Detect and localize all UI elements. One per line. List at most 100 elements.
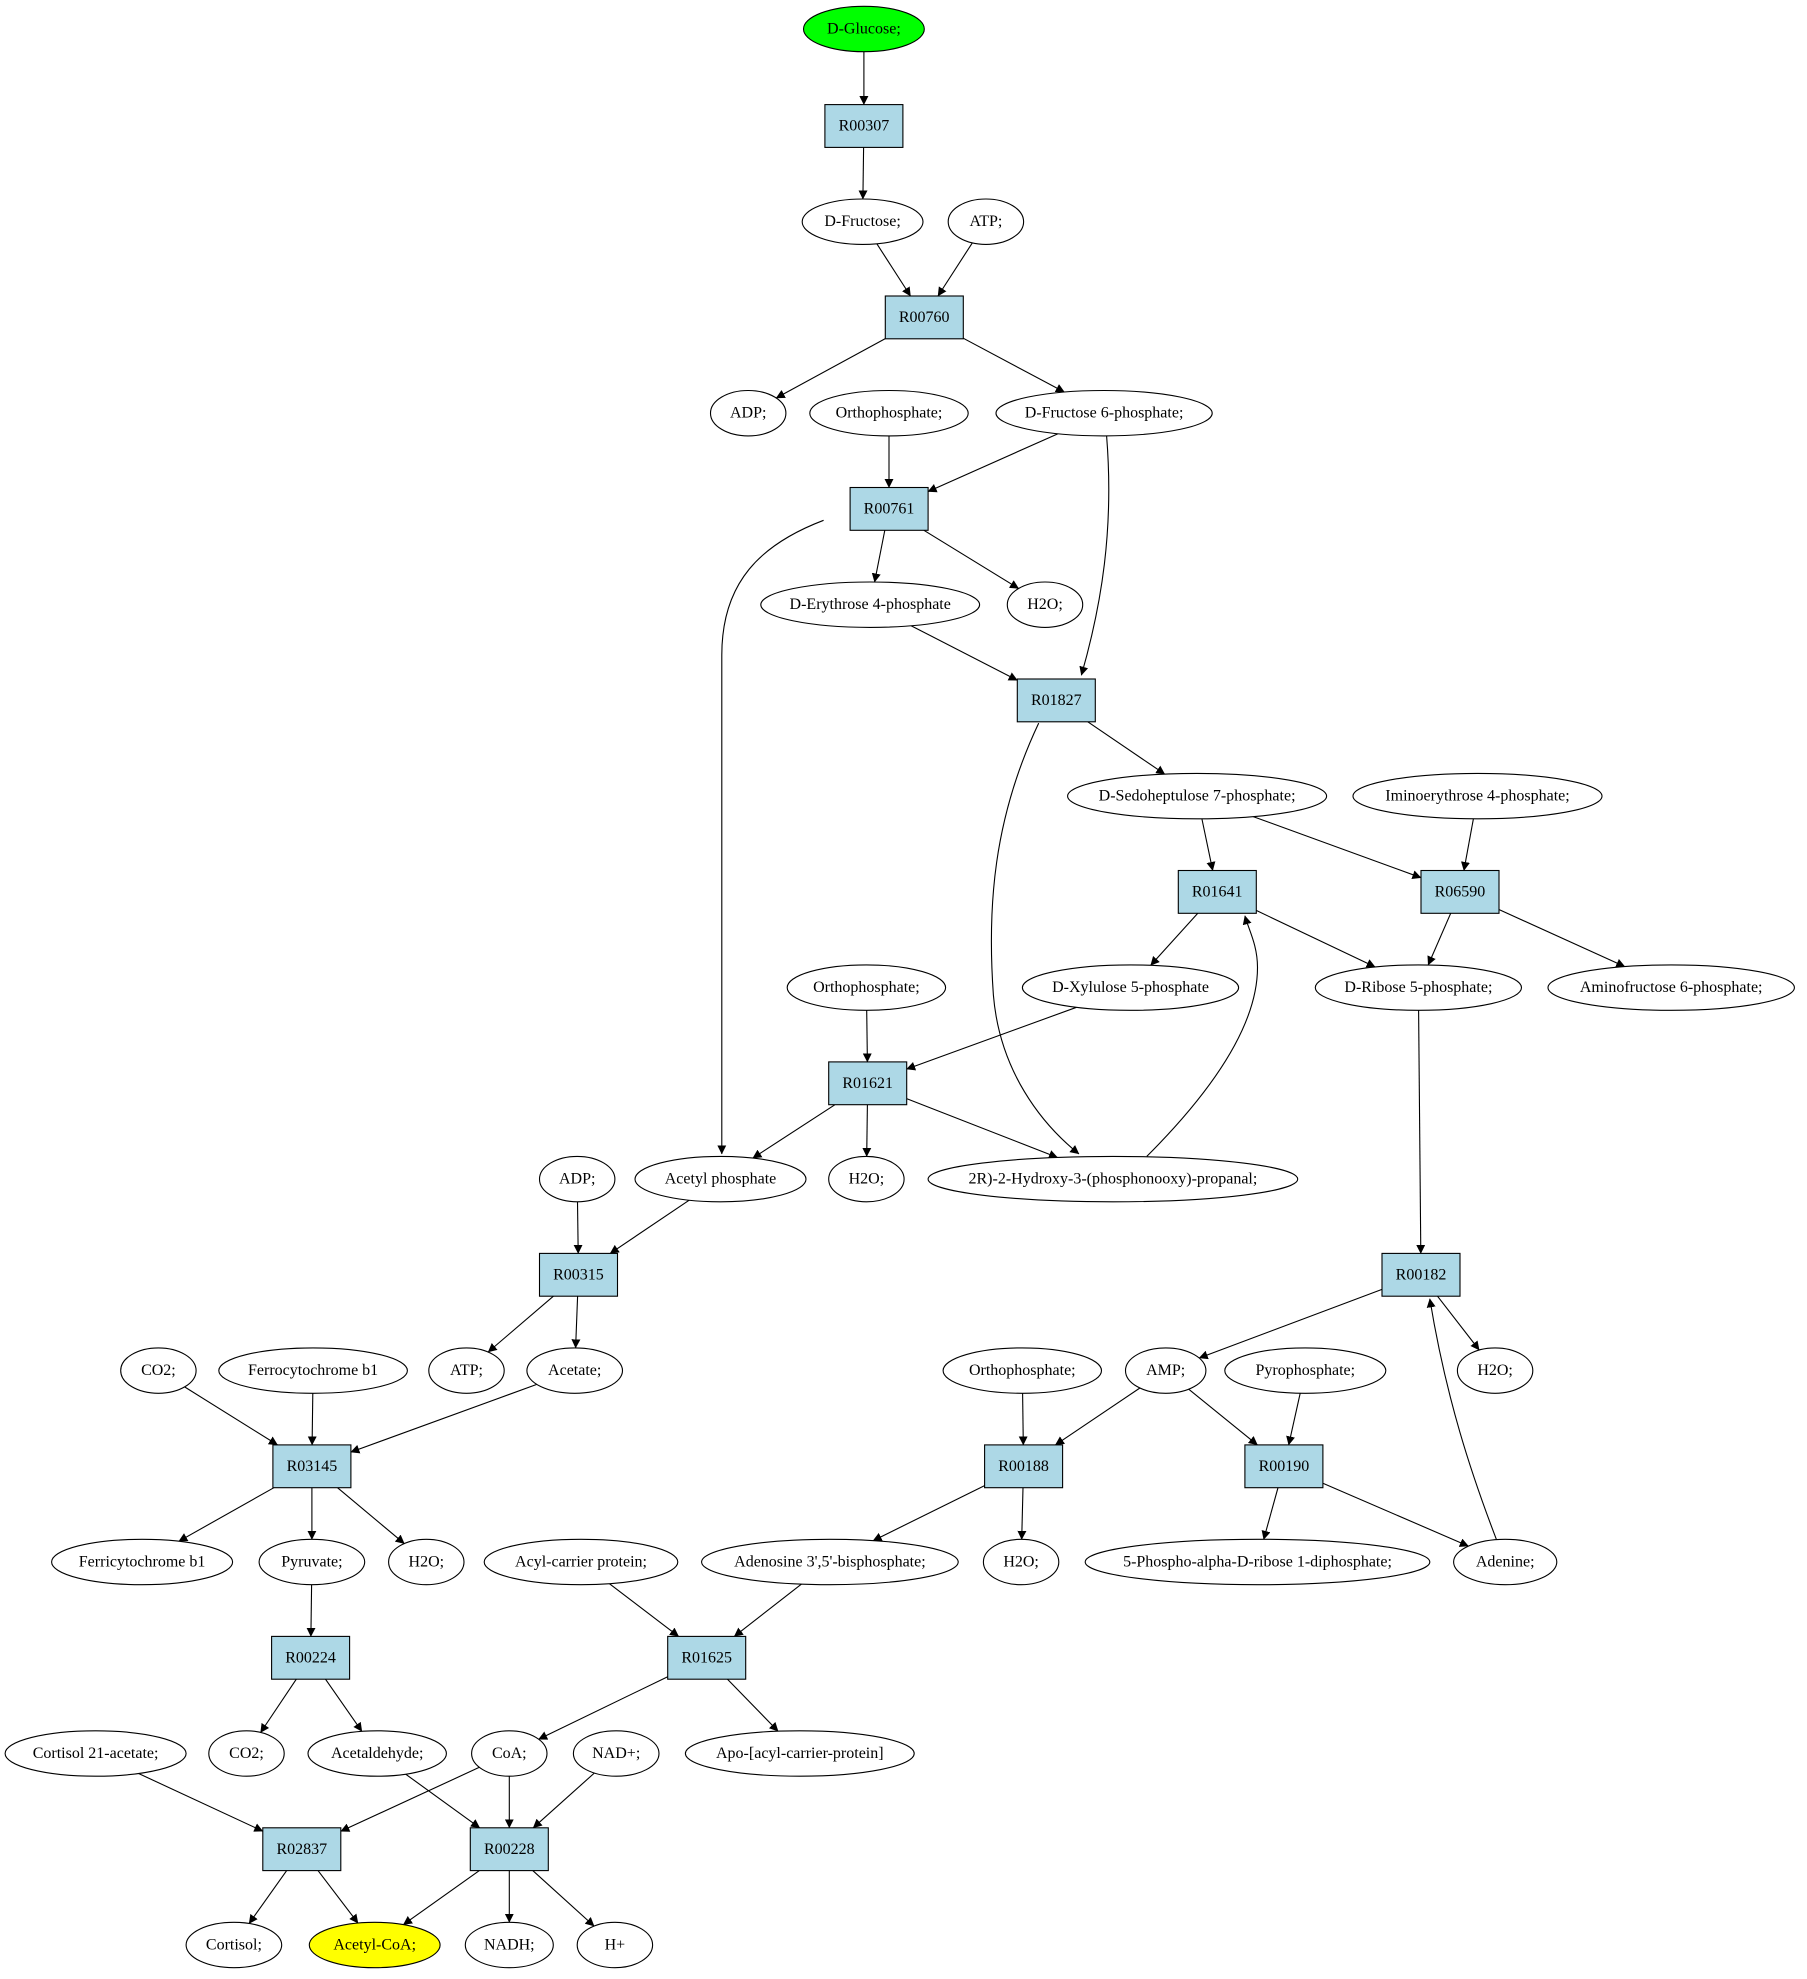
metabolite-node-glucose: D-Glucose; xyxy=(802,5,925,53)
metabolite-ellipse xyxy=(185,1921,283,1969)
node-label: R00315 xyxy=(553,1266,604,1283)
metabolite-ellipse xyxy=(307,1730,447,1777)
node-label: Ferricytochrome b1 xyxy=(79,1554,206,1571)
edge-R01641-to-r5p xyxy=(1255,909,1376,968)
node-label: R01641 xyxy=(1192,883,1243,900)
node-label: H+ xyxy=(605,1937,626,1954)
metabolite-node-h2o5: H2O; xyxy=(982,1538,1060,1586)
metabolite-ellipse xyxy=(471,1730,548,1777)
node-label: Acetyl phosphate xyxy=(665,1171,777,1188)
metabolite-node-pap: Adenosine 3',5'-bisphosphate; xyxy=(701,1538,959,1586)
node-label: H2O; xyxy=(1027,596,1063,613)
edge-R03145-to-h2o4 xyxy=(337,1487,405,1545)
edge-R00182-to-h2o3 xyxy=(1437,1295,1480,1351)
edge-R02837-to-acetylcoa xyxy=(317,1870,359,1924)
edge-R00307-to-fructose xyxy=(858,147,868,200)
edge-acp-to-R01625 xyxy=(609,1583,679,1637)
metabolite-ellipse xyxy=(1224,1347,1387,1394)
metabolite-node-ppi: Pyrophosphate; xyxy=(1224,1347,1387,1394)
reaction-node-R00228: R00228 xyxy=(469,1827,549,1872)
metabolite-node-adp1: ADP; xyxy=(709,389,787,437)
edge-R01625-to-apoacp xyxy=(727,1678,779,1732)
metabolite-node-g3p: 2R)-2-Hydroxy-3-(phosphonooxy)-propanal; xyxy=(927,1155,1299,1203)
edges-layer xyxy=(138,51,1626,1927)
node-label: D-Sedoheptulose 7-phosphate; xyxy=(1099,788,1296,805)
metabolite-node-fructose: D-Fructose; xyxy=(801,198,924,245)
edge-ortho2-to-R01621 xyxy=(862,1010,872,1063)
edge-R02837-to-cortisol xyxy=(248,1870,288,1924)
reaction-node-R01621: R01621 xyxy=(828,1061,908,1106)
edge-R00188-to-pap xyxy=(872,1485,985,1542)
node-label: R00188 xyxy=(998,1458,1049,1475)
node-label: R01621 xyxy=(842,1075,893,1092)
metabolite-ellipse xyxy=(809,389,969,437)
reaction-node-R06590: R06590 xyxy=(1420,869,1500,914)
metabolite-ellipse xyxy=(995,389,1213,437)
metabolite-node-co2a: CO2; xyxy=(120,1347,197,1394)
metabolite-ellipse xyxy=(1124,1347,1207,1394)
edge-R06590-to-amino xyxy=(1498,908,1626,968)
metabolite-ellipse xyxy=(786,964,947,1011)
metabolite-ellipse xyxy=(942,1347,1103,1394)
node-label: CoA; xyxy=(492,1745,527,1762)
edge-R01621-to-h2o2 xyxy=(862,1104,872,1157)
reaction-node-R01625: R01625 xyxy=(667,1635,747,1680)
node-label: ATP; xyxy=(450,1362,483,1379)
node-label: H2O; xyxy=(849,1171,885,1188)
metabolite-ellipse xyxy=(1021,964,1240,1011)
metabolite-node-atp1: ATP; xyxy=(947,198,1025,245)
node-label: Orthophosphate; xyxy=(836,405,943,422)
node-label: D-Ribose 5-phosphate; xyxy=(1344,979,1492,996)
node-label: Acetate; xyxy=(548,1362,601,1379)
metabolite-ellipse xyxy=(308,1921,441,1969)
node-label: ADP; xyxy=(730,405,766,422)
reaction-box xyxy=(1381,1252,1461,1297)
reaction-box xyxy=(271,1635,351,1680)
node-label: Adenine; xyxy=(1476,1554,1535,1571)
metabolite-ellipse xyxy=(828,1155,905,1203)
edge-f6p-to-R00761 xyxy=(927,433,1059,493)
edge-R01827-to-s7p xyxy=(1087,721,1166,775)
metabolite-node-e4p: D-Erythrose 4-phosphate xyxy=(760,581,981,628)
edge-R00760-to-f6p xyxy=(962,337,1065,393)
node-label: D-Glucose; xyxy=(827,21,901,38)
node-label: 2R)-2-Hydroxy-3-(phosphonooxy)-propanal; xyxy=(968,1171,1257,1188)
metabolite-ellipse xyxy=(634,1155,807,1203)
metabolite-node-co2b: CO2; xyxy=(208,1730,285,1777)
node-label: R00228 xyxy=(484,1841,535,1858)
edge-R03145-to-ferri xyxy=(178,1487,275,1542)
metabolite-ellipse xyxy=(208,1730,285,1777)
node-label: NAD+; xyxy=(592,1745,640,1762)
node-label: AMP; xyxy=(1146,1362,1185,1379)
metabolite-ellipse xyxy=(1314,964,1523,1011)
reaction-box xyxy=(1016,678,1096,723)
node-label: Iminoerythrose 4-phosphate; xyxy=(1385,788,1569,805)
node-label: Aminofructose 6-phosphate; xyxy=(1580,979,1763,996)
reaction-node-R02837: R02837 xyxy=(262,1827,342,1872)
reaction-node-R03145: R03145 xyxy=(272,1444,352,1489)
reaction-node-R00315: R00315 xyxy=(538,1252,619,1297)
node-label: Acetaldehyde; xyxy=(331,1745,423,1762)
node-label: H2O; xyxy=(1477,1362,1513,1379)
metabolite-ellipse xyxy=(576,1921,654,1969)
reaction-node-R00182: R00182 xyxy=(1381,1252,1461,1297)
metabolite-ellipse xyxy=(927,1155,1299,1203)
edge-pyruvate-to-R00224 xyxy=(306,1584,316,1637)
edge-R00760-to-adp1 xyxy=(775,338,886,399)
metabolite-node-pyruvate: Pyruvate; xyxy=(258,1538,366,1586)
edge-fructose-to-R00760 xyxy=(876,243,911,297)
metabolite-node-nad: NAD+; xyxy=(572,1730,660,1777)
node-label: R00307 xyxy=(839,118,890,135)
metabolite-ellipse xyxy=(526,1347,624,1394)
reaction-box xyxy=(1244,1444,1324,1489)
metabolite-node-acetylcoa: Acetyl-CoA; xyxy=(308,1921,441,1969)
edge-r5p-to-R00182 xyxy=(1416,1010,1426,1254)
metabolite-node-h2o3: H2O; xyxy=(1456,1347,1534,1394)
node-label: H2O; xyxy=(1003,1554,1039,1571)
metabolite-node-acetylp: Acetyl phosphate xyxy=(634,1155,807,1203)
edge-R00190-to-prpp xyxy=(1261,1487,1279,1540)
edge-R01621-to-g3p xyxy=(906,1098,1058,1159)
node-label: Apo-[acyl-carrier-protein] xyxy=(716,1745,884,1762)
metabolite-ellipse xyxy=(218,1347,408,1394)
